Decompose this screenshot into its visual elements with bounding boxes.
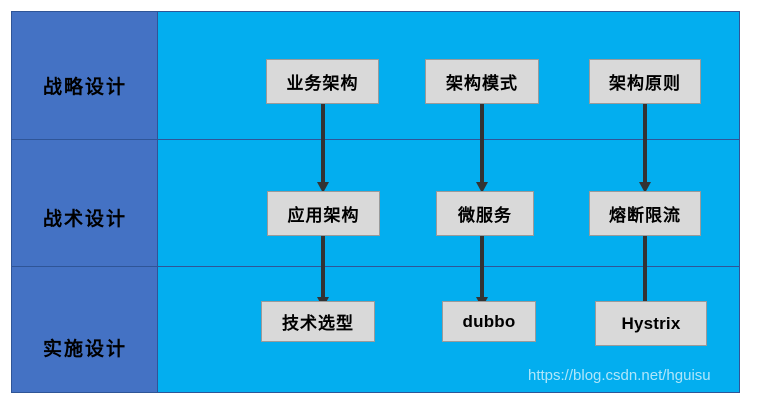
stage-label-strategic: 战略设计	[42, 77, 127, 98]
stage-label-tactical: 战术设计	[42, 209, 127, 230]
row-divider-strategic-tactical	[12, 139, 739, 140]
node-hystrix[interactable]: Hystrix	[595, 301, 707, 346]
row-divider-tactical-implementation	[12, 266, 739, 267]
watermark-url: https://blog.csdn.net/hguisu	[528, 367, 711, 384]
node-application-architecture[interactable]: 应用架构	[267, 191, 380, 236]
node-technology-selection[interactable]: 技术选型	[261, 301, 375, 342]
stage-label-implementation: 实施设计	[42, 339, 127, 360]
node-architecture-principle[interactable]: 架构原则	[589, 59, 701, 104]
node-architecture-pattern[interactable]: 架构模式	[425, 59, 539, 104]
architecture-diagram: 战略设计 战术设计 实施设计 业务架构 架构模式 架构原则 应用架构 微服务 熔…	[11, 11, 740, 393]
node-dubbo[interactable]: dubbo	[442, 301, 536, 342]
node-business-architecture[interactable]: 业务架构	[266, 59, 379, 104]
stage-label-column: 战略设计 战术设计 实施设计	[12, 12, 158, 392]
node-microservice[interactable]: 微服务	[436, 191, 534, 236]
node-circuit-breaker-rate-limit[interactable]: 熔断限流	[589, 191, 701, 236]
